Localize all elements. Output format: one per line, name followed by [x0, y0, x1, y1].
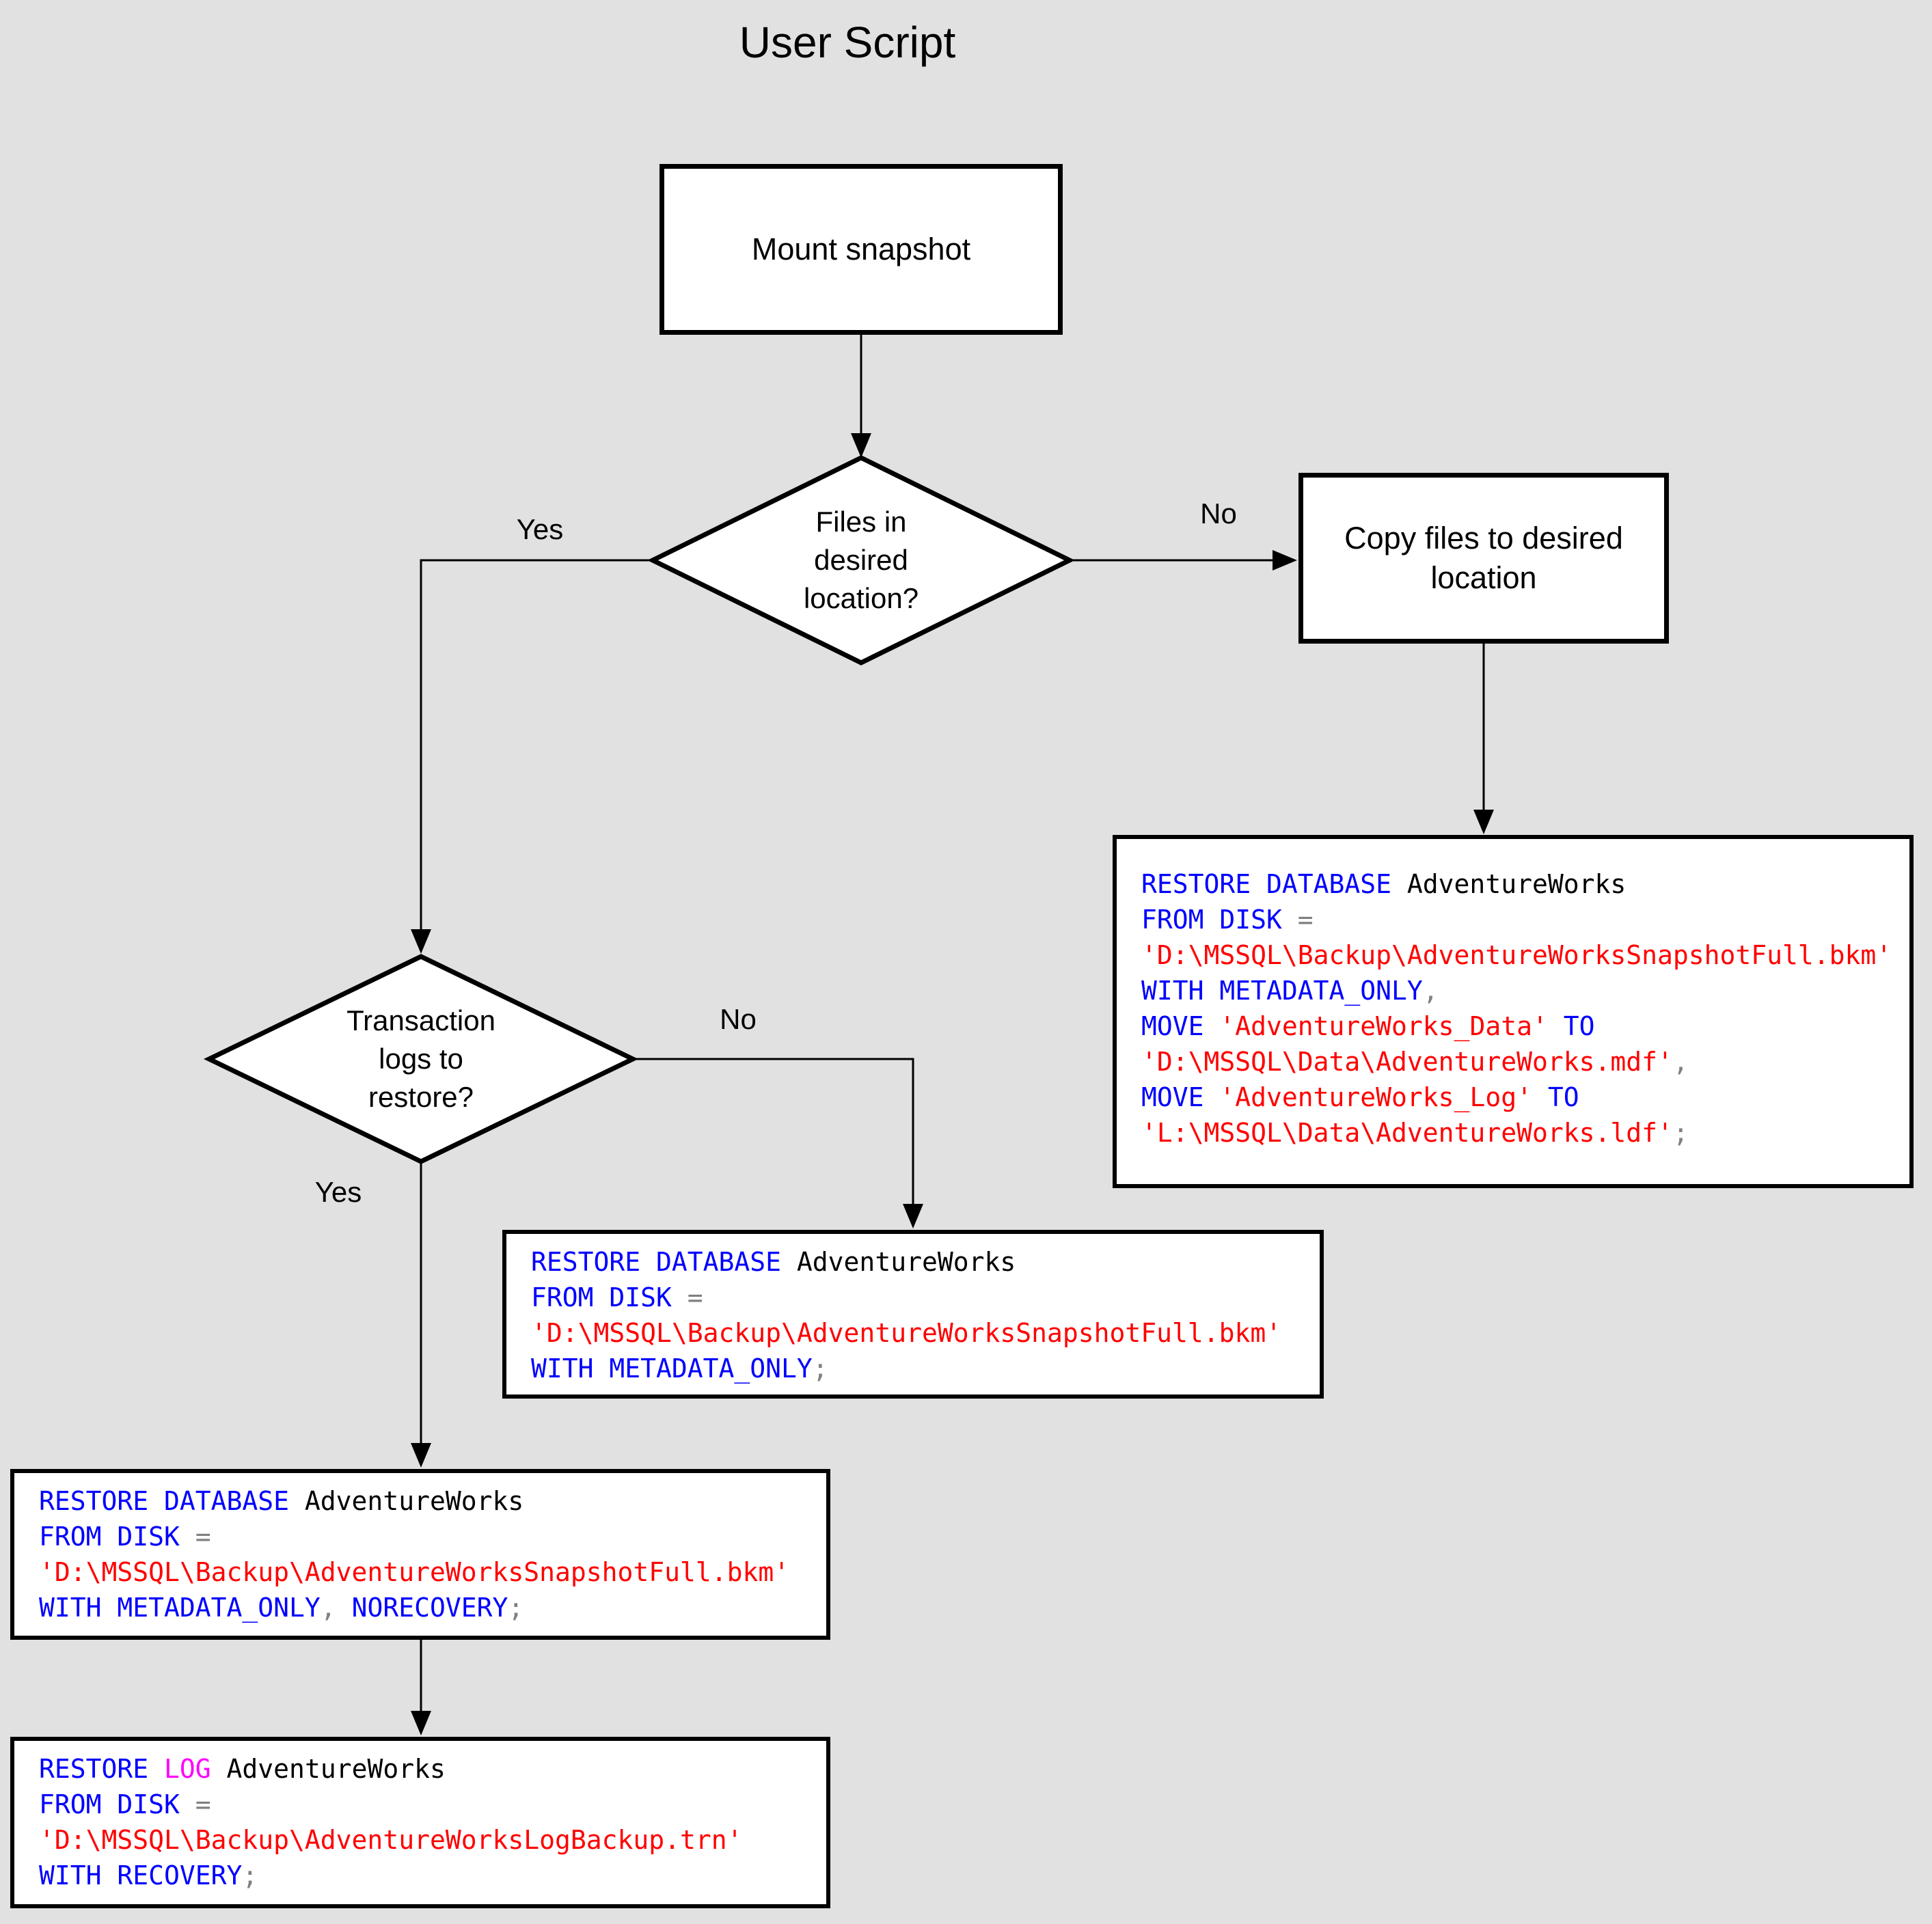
edge-files-yes: [420, 559, 653, 929]
node-copy-files-label: Copy files to desired location: [1344, 520, 1623, 596]
code-line: WITH METADATA_ONLY, NORECOVERY;: [39, 1593, 524, 1623]
arrowhead-norecovery-to-restorelog: [411, 1711, 431, 1735]
code-line: FROM DISK =: [1141, 905, 1314, 935]
arrowhead-logs-yes: [411, 1443, 431, 1468]
code-line: WITH METADATA_ONLY,: [1141, 976, 1439, 1006]
code-line: MOVE 'AdventureWorks_Log' TO: [1141, 1082, 1579, 1112]
decision-files-label: Files in desired location?: [804, 503, 919, 618]
decision-files-shape: [647, 455, 1075, 665]
code-line: RESTORE DATABASE AdventureWorks: [531, 1247, 1016, 1277]
decision-logs-line-1: Transaction: [346, 1004, 495, 1036]
code-line: 'D:\MSSQL\Backup\AdventureWorksSnapshotF…: [39, 1557, 790, 1587]
code-line: FROM DISK =: [39, 1522, 211, 1552]
code-line: FROM DISK =: [39, 1789, 211, 1819]
edge-logs-no: [633, 1058, 914, 1204]
arrowhead-mount-to-files-decision: [851, 433, 871, 458]
code-line: MOVE 'AdventureWorks_Data' TO: [1141, 1011, 1595, 1041]
decision-files-line-3: location?: [803, 582, 919, 614]
decision-logs-label: Transaction logs to restore?: [346, 1002, 495, 1116]
code-line: RESTORE DATABASE AdventureWorks: [1141, 869, 1627, 899]
code-line: WITH RECOVERY;: [39, 1860, 258, 1891]
decision-logs-shape: [203, 954, 639, 1164]
arrowhead-logs-no: [903, 1204, 923, 1228]
decision-files-line-1: Files in: [815, 506, 907, 538]
edge-label-files-yes: Yes: [516, 513, 564, 545]
arrowhead-files-no: [1273, 550, 1297, 571]
node-mount-snapshot-label: Mount snapshot: [751, 231, 971, 266]
code-line: WITH METADATA_ONLY;: [531, 1353, 828, 1384]
edge-label-files-no: No: [1200, 497, 1237, 530]
code-line: 'D:\MSSQL\Data\AdventureWorks.mdf',: [1141, 1047, 1689, 1077]
code-line: 'L:\MSSQL\Data\AdventureWorks.ldf';: [1141, 1118, 1689, 1148]
code-line: FROM DISK =: [531, 1282, 703, 1313]
decision-logs-line-2: logs to: [379, 1043, 463, 1075]
code-line: 'D:\MSSQL\Backup\AdventureWorksSnapshotF…: [531, 1318, 1282, 1348]
node-copy-files: Copy files to desired location: [1298, 473, 1669, 644]
arrowhead-copy-to-restore-move: [1473, 810, 1494, 834]
edge-label-logs-no: No: [720, 1003, 757, 1035]
decision-logs-line-3: restore?: [368, 1081, 474, 1113]
code-line: 'D:\MSSQL\Backup\AdventureWorksLogBackup…: [39, 1825, 743, 1855]
code-line: RESTORE DATABASE AdventureWorks: [39, 1486, 524, 1516]
node-mount-snapshot: Mount snapshot: [659, 164, 1063, 335]
arrowhead-files-yes: [411, 929, 431, 954]
page-title: User Script: [739, 18, 956, 67]
edge-label-logs-yes: Yes: [314, 1176, 362, 1208]
code-line: RESTORE LOG AdventureWorks: [39, 1754, 446, 1784]
decision-files-line-2: desired: [814, 544, 908, 576]
code-line: 'D:\MSSQL\Backup\AdventureWorksSnapshotF…: [1141, 940, 1892, 970]
